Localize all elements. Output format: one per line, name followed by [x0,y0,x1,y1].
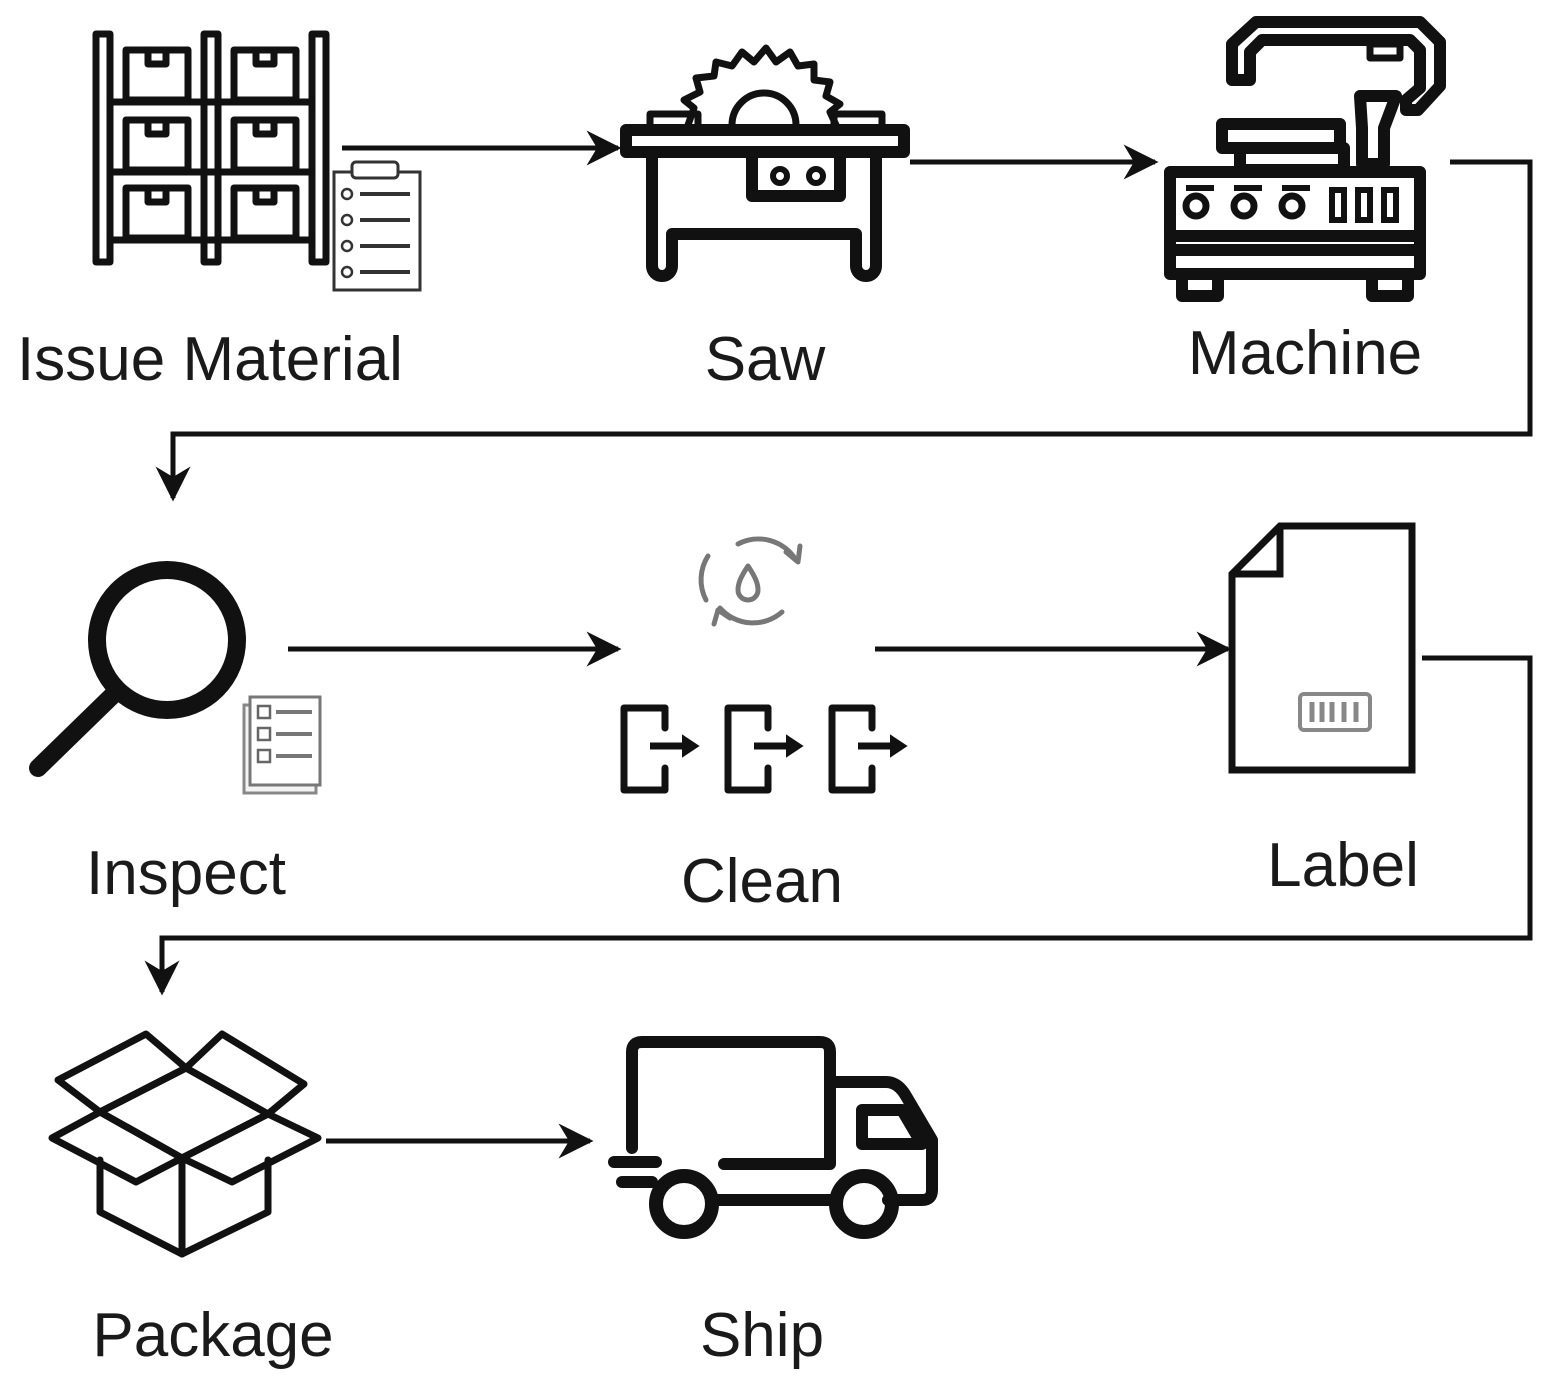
step-machine: Machine [1164,16,1446,388]
label-ship: Ship [700,1301,824,1370]
label-clean: Clean [681,847,843,916]
warehouse-shelves-icon [92,30,330,266]
cnc-machine-icon [1164,16,1446,302]
arrow-machine-to-inspect [155,159,1533,502]
step-package: Package [48,1030,334,1370]
connectors [144,130,1533,1159]
label-machine: Machine [1188,319,1422,388]
document-icon [1228,522,1416,774]
open-box-icon [48,1030,322,1258]
label-package: Package [92,1301,333,1370]
step-clean: Clean [620,536,908,916]
step-saw: Saw [620,44,910,394]
label-saw: Saw [705,325,826,394]
table-saw-icon [620,44,910,282]
step-label: Label [1228,522,1419,900]
label-inspect: Inspect [86,839,286,908]
step-ship: Ship [608,1036,938,1370]
magnifying-glass-icon [29,561,246,777]
label-issue-material: Issue Material [17,325,403,394]
step-issue-material: Issue Material [17,30,422,394]
process-steps-icon [620,704,908,794]
arrow-label-to-package [144,655,1533,996]
checklist-icon [242,695,322,795]
step-inspect: Inspect [29,561,322,908]
delivery-truck-icon [608,1036,938,1239]
water-cycle-icon [698,536,803,627]
clipboard-checklist-icon [332,160,422,292]
barcode-icon [1298,692,1372,732]
label-label: Label [1267,831,1419,900]
